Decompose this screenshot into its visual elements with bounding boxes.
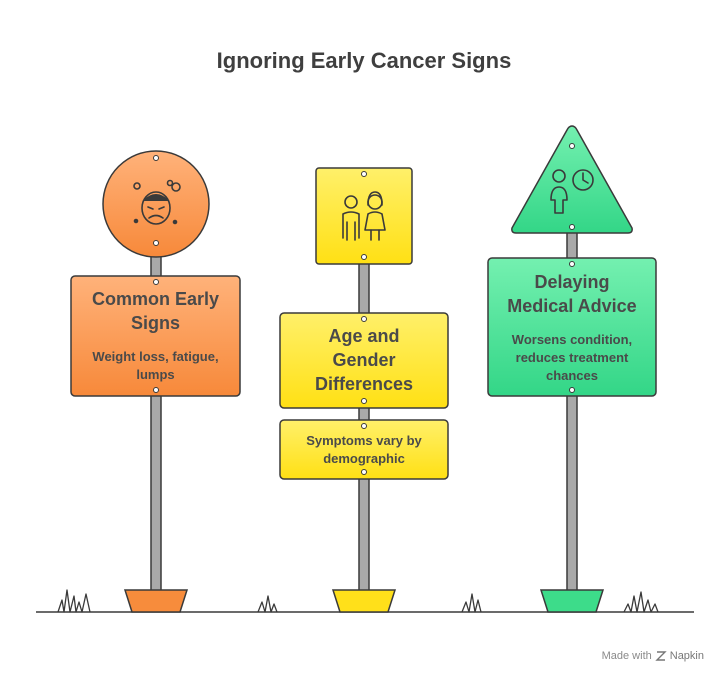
board-yellow-desc <box>279 419 449 480</box>
sign-3-desc-line1: Worsens condition, <box>511 332 633 347</box>
sign-2-heading-line3: Differences <box>314 374 414 394</box>
made-with-label: Made with <box>601 650 652 662</box>
napkin-credit[interactable]: Made with Napkin <box>602 650 704 662</box>
triangle-sign-green <box>511 125 633 234</box>
sign-2-heading-line2: Gender <box>332 350 396 370</box>
sign-2-desc-line2: demographic <box>323 451 405 466</box>
post-base-orange <box>123 589 189 613</box>
grass-tufts <box>57 589 659 613</box>
diagram-title: Ignoring Early Cancer Signs <box>216 48 512 73</box>
circle-sign-orange <box>102 150 210 258</box>
napkin-brand: Napkin <box>669 650 704 662</box>
sign-2-heading-line1: Age and <box>328 326 400 346</box>
sign-2-heading: Age and Gender Differences <box>280 324 448 396</box>
post-common-early-signs <box>70 150 241 613</box>
person-clock-icon <box>550 169 594 214</box>
man-woman-icon <box>342 191 386 241</box>
post-delaying-advice <box>487 125 657 613</box>
sign-3-heading: Delaying Medical Advice <box>488 270 656 318</box>
board-yellow-heading <box>279 312 449 409</box>
sign-1-heading-line1: Common Early <box>91 289 220 309</box>
post-base-yellow <box>331 589 397 613</box>
sign-1-desc-line2: lumps <box>136 367 175 382</box>
board-green <box>487 257 657 397</box>
sign-3-heading-line1: Delaying <box>534 272 610 292</box>
sign-2-description: Symptoms vary by demographic <box>280 432 448 468</box>
post-base-green <box>539 589 605 613</box>
post-age-gender <box>279 167 449 613</box>
sign-1-desc-line1: Weight loss, fatigue, <box>92 349 219 364</box>
sign-3-desc-line3: chances <box>545 368 599 383</box>
sign-3-description: Worsens condition, reduces treatment cha… <box>488 331 656 385</box>
sign-1-heading-line2: Signs <box>130 313 180 333</box>
sick-face-icon <box>133 179 181 225</box>
sign-3-heading-line2: Medical Advice <box>507 296 637 316</box>
square-sign-yellow <box>315 167 413 265</box>
napkin-logo-icon <box>655 651 667 661</box>
sign-1-heading: Common Early Signs <box>71 287 240 335</box>
sign-1-description: Weight loss, fatigue, lumps <box>71 348 240 384</box>
board-orange <box>70 275 241 397</box>
sign-2-desc-line1: Symptoms vary by <box>306 433 422 448</box>
sign-3-desc-line2: reduces treatment <box>515 350 629 365</box>
